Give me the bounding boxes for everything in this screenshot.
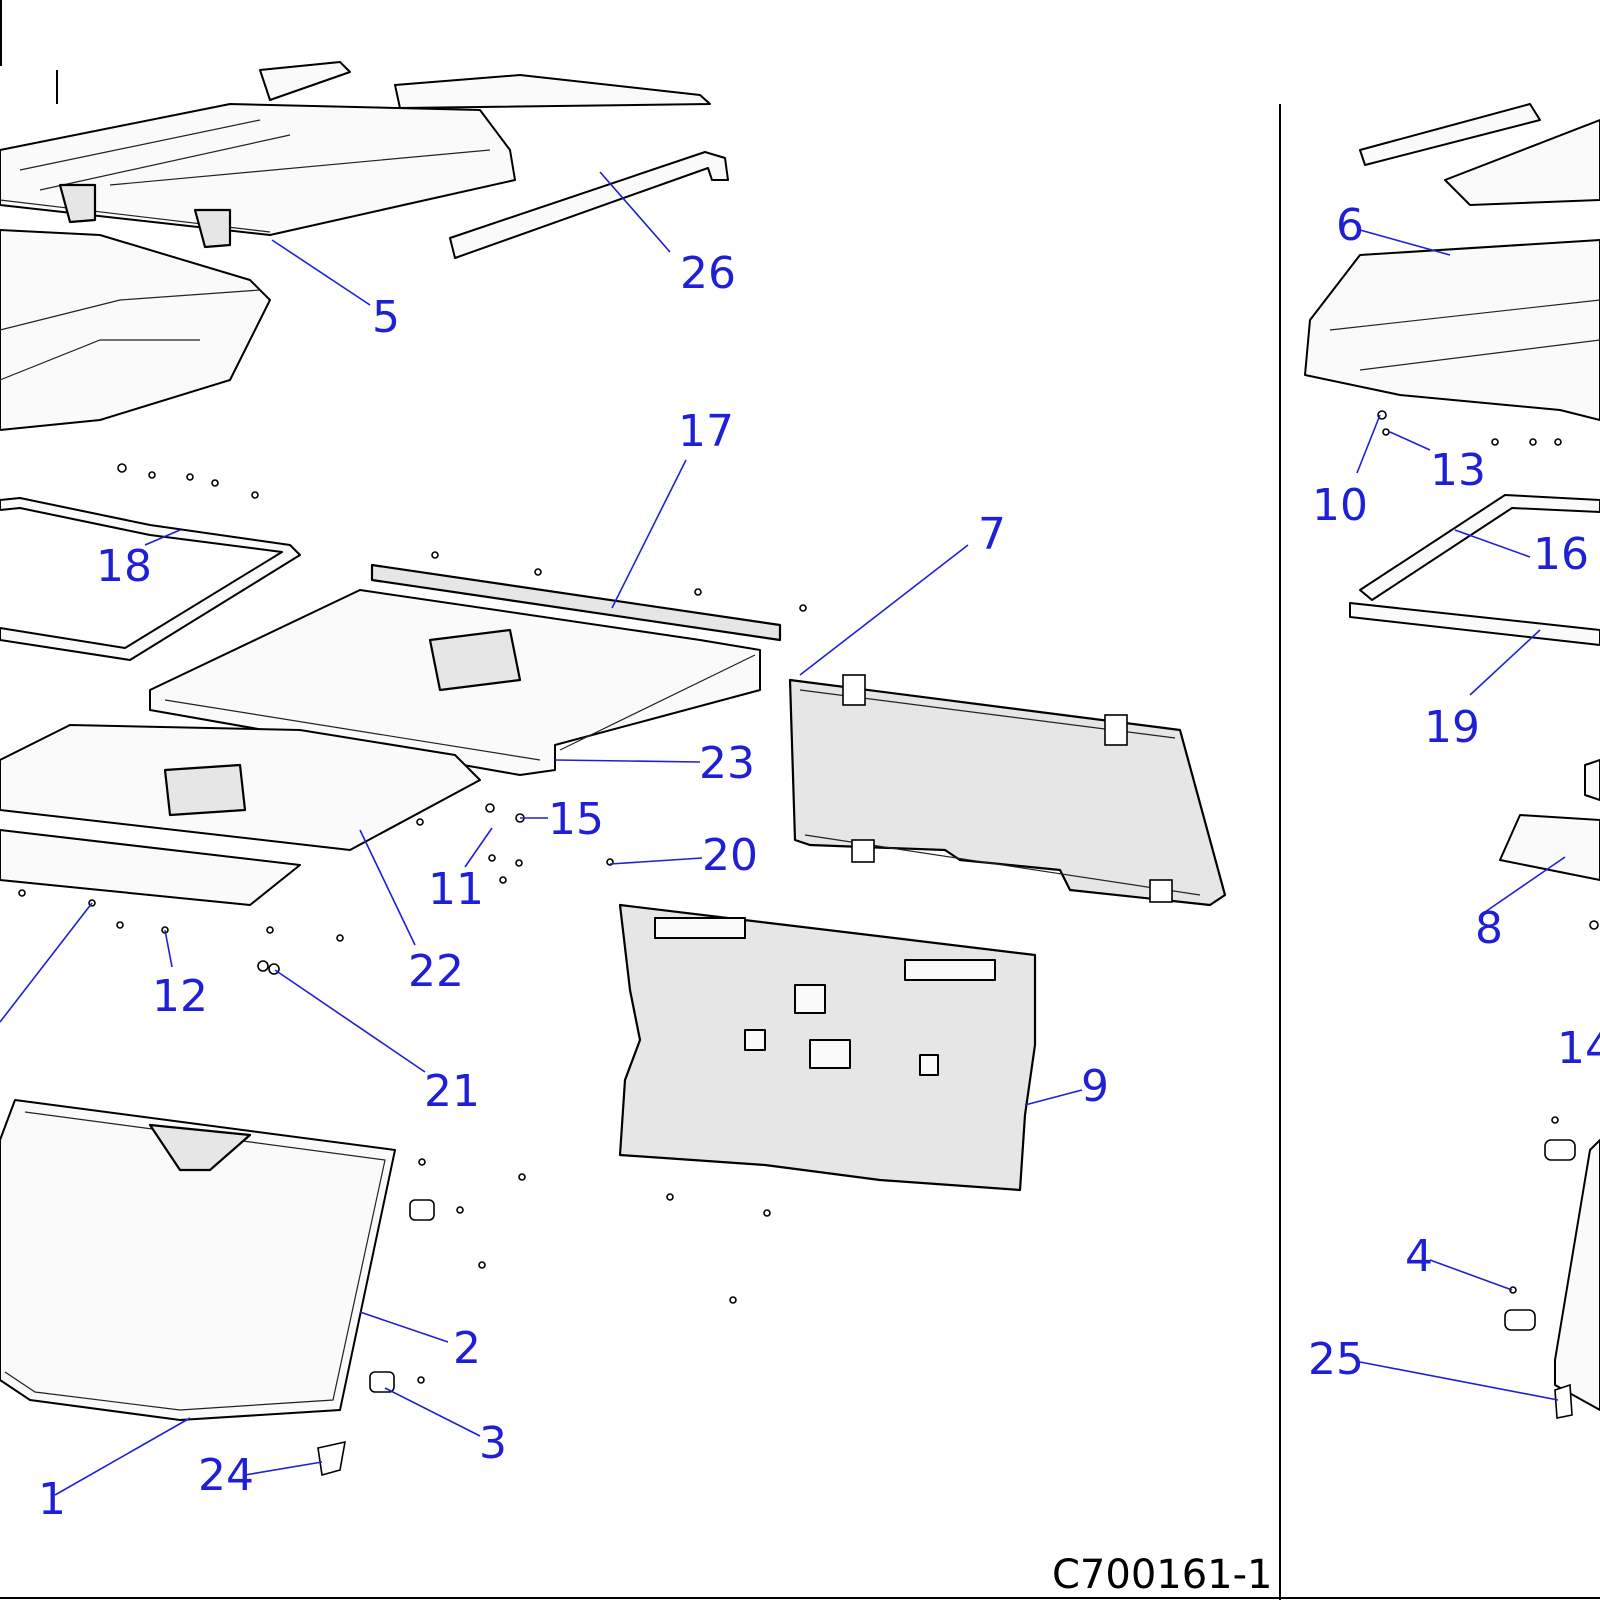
callout-7: 7 [978,509,1006,560]
callout-14: 14 [1557,1023,1600,1074]
callout-12: 12 [152,971,208,1022]
callout-18: 18 [96,541,152,592]
callout-19: 19 [1424,702,1480,753]
callout-23: 23 [699,738,755,789]
callout-1: 1 [38,1474,66,1525]
part-roof-right [1359,103,1600,206]
callout-10: 10 [1312,480,1368,531]
callout-11: 11 [428,864,484,915]
callout-15: 15 [548,794,604,845]
part-5-roof-panel [0,61,711,249]
drawing-code: C700161-1 [1052,1552,1273,1598]
part-7-rear-window [788,674,1227,907]
part-8-trim-right [1499,759,1600,881]
callout-9: 9 [1081,1061,1109,1112]
part-26-seal-strip [449,151,729,259]
callout-2: 2 [453,1323,481,1374]
part-6-headliner-right [1304,239,1600,421]
part-18-seal [0,497,301,661]
callout-17: 17 [678,406,734,457]
callout-22: 22 [408,946,464,997]
callout-25: 25 [1308,1334,1364,1385]
callout-16: 16 [1533,529,1589,580]
callout-20: 20 [702,830,758,881]
callout-3: 3 [479,1418,507,1469]
callout-8: 8 [1475,903,1503,954]
callout-labels: 1 2 3 4 5 6 7 8 9 10 11 12 13 14 15 16 1… [38,200,1600,1525]
callout-13: 13 [1430,445,1486,496]
callout-21: 21 [424,1066,480,1117]
part-22-headliner [0,724,481,906]
part-windshield-right [1554,1139,1600,1411]
part-19-seal-right [1349,602,1600,646]
part-1-windshield [0,1099,396,1421]
leader-lines [0,171,1566,1496]
part-16-seal-right [1359,494,1600,601]
callout-24: 24 [198,1450,254,1501]
hardware-right [1377,410,1599,1419]
part-9-back-panel [618,903,1037,1192]
callout-4: 4 [1405,1231,1433,1282]
callout-26: 26 [680,248,736,299]
callout-5: 5 [372,292,400,343]
part-23-headliner-tray [149,589,761,776]
hardware-left [18,463,807,1477]
part-headliner-left [0,229,271,431]
part-17-bracket-bar [370,563,782,642]
callout-6: 6 [1336,200,1364,251]
